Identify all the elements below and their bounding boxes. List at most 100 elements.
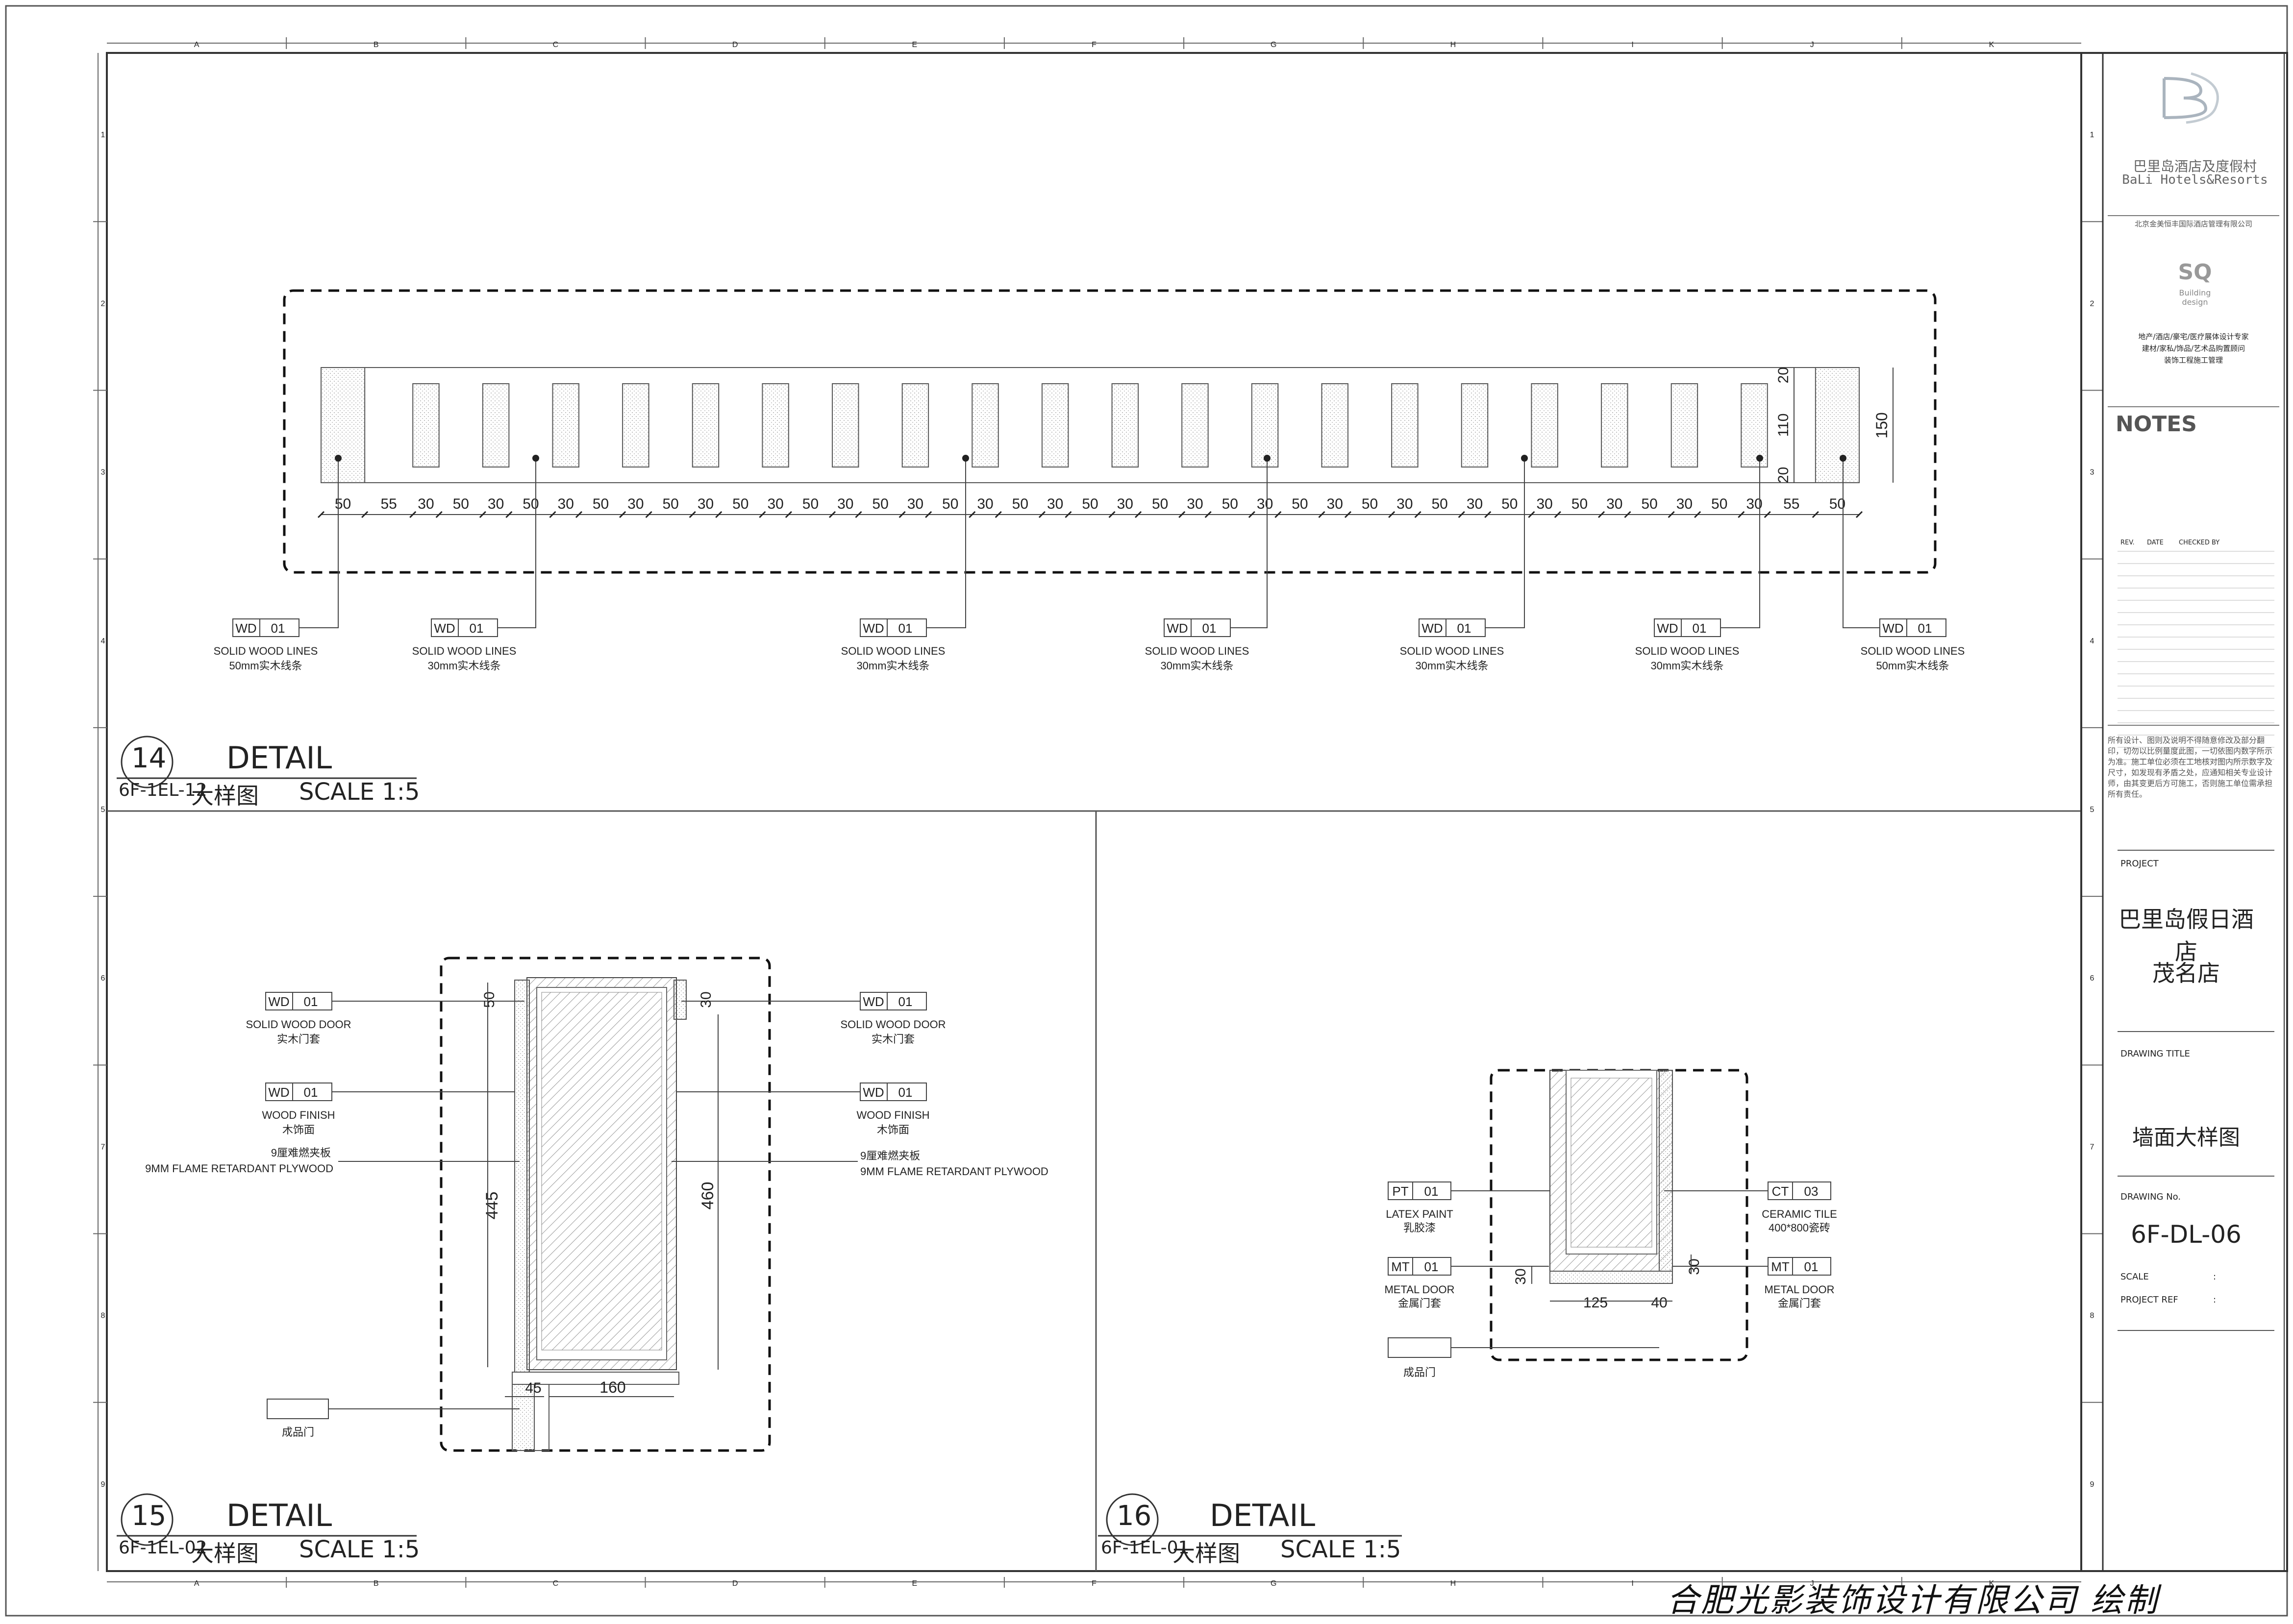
detail15-boundary	[440, 957, 771, 1452]
dimension-tick	[1855, 511, 1863, 518]
grid-col-label-top: E	[912, 41, 917, 49]
dimension-label: 30	[1606, 496, 1622, 512]
dimension-label: 50	[1082, 496, 1098, 512]
callout-code: WD	[1167, 621, 1188, 636]
dimension-label: 30	[488, 496, 504, 512]
callout-leader	[1843, 461, 1880, 628]
grid-row-label-right: 5	[2090, 806, 2094, 814]
detail14-number: 14	[131, 742, 167, 774]
callout-code: WD	[863, 1085, 884, 1100]
dimension-label: 50	[942, 496, 958, 512]
callout-number: 01	[1918, 621, 1932, 636]
callout-tag	[1879, 618, 1946, 637]
callout-number: 01	[1457, 621, 1471, 636]
detail14-ref: 6F-1EL-12	[119, 780, 207, 800]
callout-code: WD	[235, 621, 256, 636]
dimension-tick	[409, 511, 417, 518]
callout-en: SOLID WOOD LINES	[1145, 645, 1249, 657]
callout-code: MT	[1391, 1259, 1410, 1274]
callout-number: 01	[898, 1085, 913, 1100]
callout-leader	[299, 461, 339, 628]
dimension-label: 55	[1783, 496, 1799, 512]
solid-wood-line-30	[1741, 383, 1768, 468]
dimension-tick	[1414, 511, 1421, 518]
dimension-tick	[855, 511, 862, 518]
callout-cn: 木饰面	[282, 1124, 315, 1136]
rev-header-rev: REV.	[2120, 539, 2135, 546]
callout-leader	[1720, 461, 1760, 628]
service-line-1: 地产/酒店/豪宅/医疗展体设计专家	[2138, 332, 2249, 341]
callout-cn: 400*800瓷砖	[1769, 1222, 1830, 1234]
callout-tag	[1654, 618, 1721, 637]
solid-wood-line-30	[832, 383, 859, 468]
dimension-label: 50	[1152, 496, 1168, 512]
project-name-line1: 巴里岛假日酒店	[2119, 906, 2254, 965]
callout-code: WD	[863, 994, 884, 1009]
callout-code: CT	[1772, 1184, 1789, 1199]
detail15-title: DETAIL	[226, 1498, 332, 1533]
callout-cn: 金属门套	[1778, 1297, 1821, 1309]
grid-col-label-bottom: F	[1092, 1579, 1097, 1588]
dimension-tick	[575, 511, 583, 518]
dimension-tick	[1458, 511, 1465, 518]
dimension-tick	[1135, 511, 1142, 518]
dimension-tick	[1248, 511, 1255, 518]
dimension-tick	[1624, 511, 1631, 518]
grid-col-label-top: G	[1271, 41, 1276, 49]
grid-col-label-bottom: E	[912, 1579, 917, 1588]
dimension-label: 30	[1676, 496, 1693, 512]
solid-wood-line-30	[972, 383, 999, 468]
plywood-en: 9MM FLAME RETARDANT PLYWOOD	[145, 1162, 333, 1175]
callout-tag	[265, 992, 332, 1010]
dimension-label: 30	[907, 496, 923, 512]
dimension-tick	[1764, 511, 1771, 518]
callout-en: SOLID WOOD LINES	[412, 645, 517, 657]
dimension-label: 30	[1686, 1258, 1702, 1275]
grid-col-label-top: J	[1810, 41, 1814, 49]
grid-col-label-top: A	[194, 41, 199, 49]
callout-tag	[1768, 1257, 1831, 1276]
callout-en: SOLID WOOD LINES	[841, 645, 946, 657]
callout-anchor	[532, 455, 539, 462]
callout-number: 01	[304, 1085, 318, 1100]
grid-col-label-top: C	[553, 41, 559, 49]
callout-number: 01	[1424, 1259, 1439, 1274]
dimension-label: 30	[1327, 496, 1343, 512]
callout-leader	[1485, 461, 1525, 628]
callout-cn: 30mm实木线条	[1650, 660, 1723, 672]
plywood-cn: 9厘难燃夹板	[271, 1147, 331, 1159]
callout-anchor	[962, 455, 969, 462]
dimension-label: 125	[1583, 1295, 1608, 1311]
callout-code: WD	[434, 621, 455, 636]
callout-cn: 实木门套	[277, 1033, 320, 1045]
dimension-label: 40	[1651, 1295, 1667, 1311]
callout-leader	[1230, 461, 1268, 628]
solid-wood-line-30	[1670, 383, 1698, 468]
callout-en: WOOD FINISH	[262, 1109, 335, 1121]
grid-col-label-top: I	[1631, 41, 1633, 49]
dimension-tick	[1038, 511, 1046, 518]
callout-cn: 50mm实木线条	[229, 660, 302, 672]
dimension-tick	[1204, 511, 1212, 518]
callout-code: WD	[268, 994, 289, 1009]
grid-col-label-top: B	[374, 41, 379, 49]
dimension-tick	[785, 511, 792, 518]
dimension-label: 30	[558, 496, 574, 512]
dimension-tick	[619, 511, 626, 518]
dimension-label: 50	[802, 496, 819, 512]
dimension-tick	[1388, 511, 1396, 518]
callout-code: WD	[1657, 621, 1678, 636]
detail14-subtitle: 大样图	[191, 783, 259, 809]
detail15-scale: SCALE 1:5	[299, 1536, 420, 1563]
callout-en: WOOD FINISH	[856, 1109, 929, 1121]
solid-wood-line-30	[1391, 383, 1419, 468]
grid-row-label-right: 9	[2090, 1480, 2094, 1489]
dimension-label: 50	[732, 496, 748, 512]
callout-en: METAL DOOR	[1384, 1283, 1454, 1296]
dimension-tick	[1812, 511, 1819, 518]
design-mark: SQ	[2178, 260, 2212, 285]
detail-heading-lines	[117, 736, 1402, 1546]
solid-wood-line-50	[1815, 367, 1860, 483]
